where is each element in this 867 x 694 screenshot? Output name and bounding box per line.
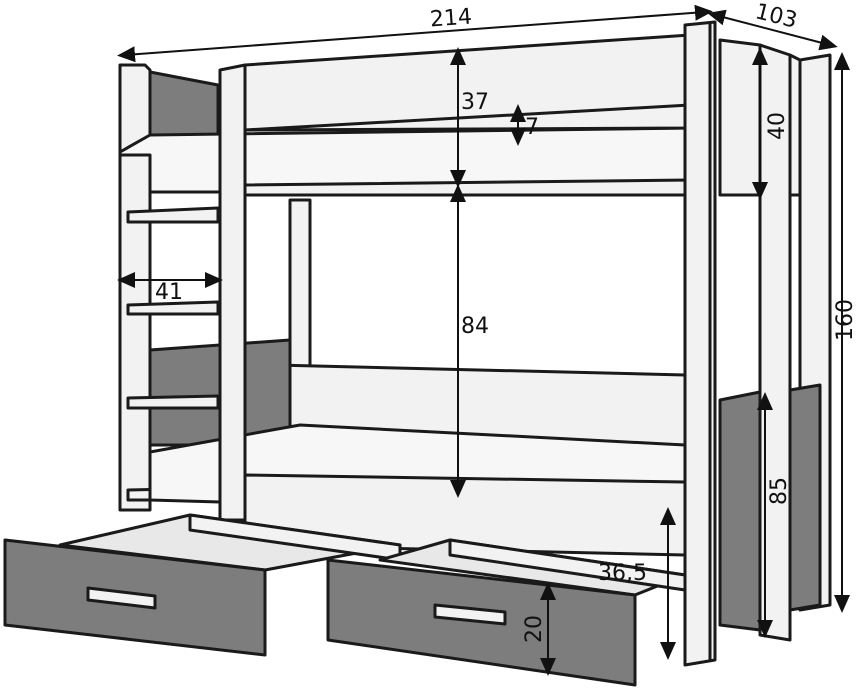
- lower-right-grey-panel-b: [788, 383, 822, 612]
- right-drawer-side: [448, 538, 687, 592]
- label-total-height: 160: [833, 299, 858, 341]
- label-lower-bed-height: 36,5: [598, 561, 647, 586]
- label-mattress-thickness: 7: [525, 115, 539, 140]
- lower-right-grey-panel-a: [718, 390, 762, 632]
- label-lower-end-panel: 85: [767, 477, 792, 505]
- label-clearance: 84: [461, 314, 489, 339]
- dim-line-total-width: [117, 4, 713, 63]
- right-drawer-handle: [433, 603, 507, 626]
- ladder-outer-rail: [118, 153, 152, 512]
- ladder-step-1: [126, 206, 220, 224]
- label-total-width: 214: [429, 4, 473, 33]
- label-upper-guard-height: 37: [461, 90, 489, 115]
- left-drawer-handle: [86, 586, 157, 610]
- ladder-step-3: [126, 394, 220, 410]
- label-upper-end-guard: 40: [765, 112, 790, 140]
- ladder-step-2: [126, 300, 220, 316]
- dim-line-depth: [707, 9, 838, 51]
- far-right-guard: [788, 53, 802, 197]
- label-drawer-height: 20: [522, 615, 547, 643]
- rear-right-guard: [718, 38, 762, 197]
- upper-front-guard: [243, 33, 692, 132]
- front-left-post: [218, 63, 247, 522]
- label-ladder-width: 41: [155, 280, 183, 305]
- upper-back-grey-panel: [148, 70, 220, 137]
